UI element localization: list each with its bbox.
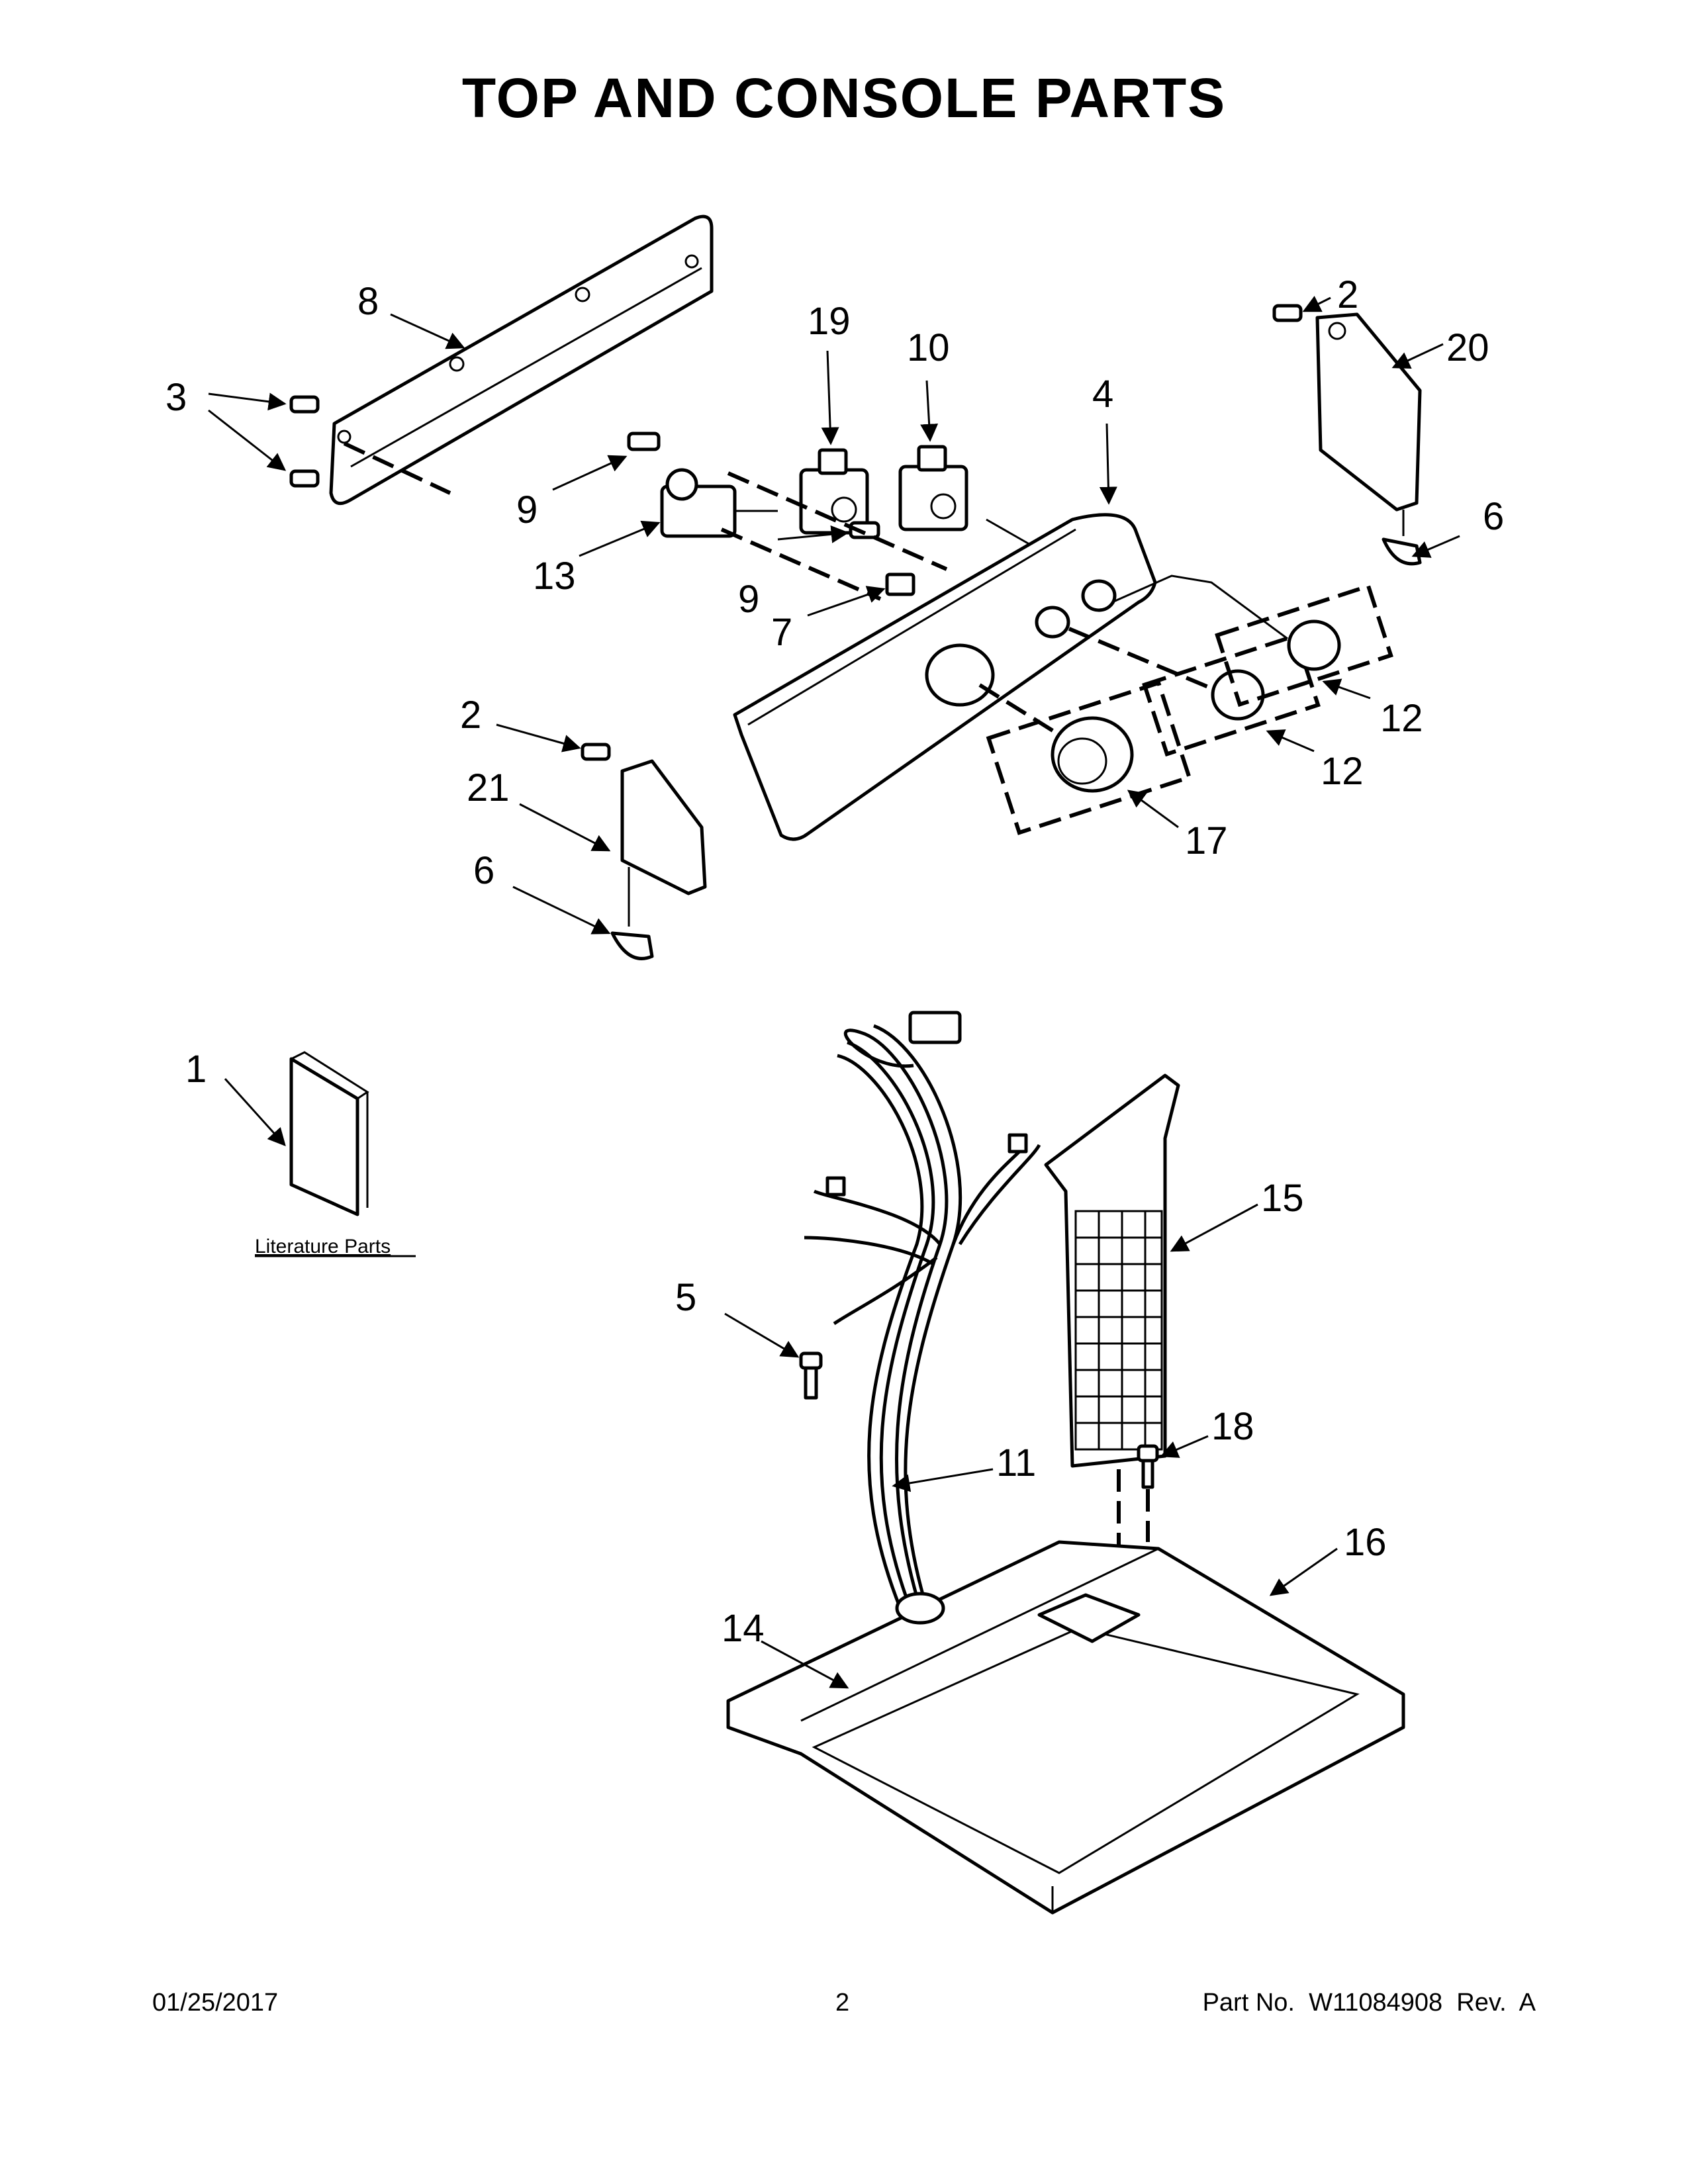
callout-15: 15 (1261, 1177, 1304, 1220)
literature-part (289, 1051, 369, 1216)
literature-label: Literature Parts (255, 1236, 391, 1257)
footer-page-number: 2 (835, 1989, 850, 2017)
callout-labels: 8 3 9 13 9 7 19 10 4 2 20 6 12 12 17 2 2… (165, 273, 1504, 1650)
callout-8: 8 (357, 280, 379, 323)
switch-part (799, 448, 869, 535)
callout-3: 3 (165, 376, 187, 419)
callout-leaders (208, 296, 1460, 1689)
end-cap-part (1272, 304, 1422, 566)
wire-harness-part (804, 1011, 1041, 1609)
clip-part (885, 572, 915, 596)
lint-screen-part (1044, 1073, 1180, 1608)
callout-5: 5 (675, 1276, 696, 1319)
screw-part (799, 1351, 823, 1400)
callout-19: 19 (808, 300, 851, 343)
callout-6: 6 (473, 849, 494, 892)
callout-2: 2 (1337, 273, 1358, 316)
callout-2: 2 (460, 694, 481, 737)
dryer-top-part (726, 1540, 1405, 1915)
end-cap-part (581, 743, 707, 960)
callout-17: 17 (1185, 819, 1228, 862)
screw-part (849, 521, 880, 539)
callout-12: 12 (1380, 697, 1423, 740)
callout-16: 16 (1344, 1521, 1387, 1564)
callout-12: 12 (1321, 750, 1364, 793)
switch-part (898, 445, 968, 531)
page-title: TOP AND CONSOLE PARTS (461, 67, 1227, 129)
callout-14: 14 (722, 1607, 765, 1650)
callout-1: 1 (185, 1048, 207, 1091)
footer-part-number: Part No. W11084908 Rev. A (1202, 1989, 1536, 2017)
callout-13: 13 (533, 555, 576, 598)
callout-9: 9 (738, 578, 759, 621)
callout-7: 7 (771, 611, 792, 654)
callout-10: 10 (907, 326, 950, 369)
screw-part (289, 395, 320, 488)
callout-20: 20 (1446, 326, 1489, 369)
rear-panel-part (329, 214, 714, 506)
console-part (733, 513, 1157, 841)
knob-part (1111, 574, 1393, 707)
knob-part (978, 680, 1192, 835)
callout-18: 18 (1211, 1405, 1254, 1448)
callout-9: 9 (516, 488, 538, 531)
callout-6: 6 (1483, 495, 1504, 538)
callout-11: 11 (996, 1441, 1036, 1484)
callout-4: 4 (1092, 373, 1113, 416)
timer-part (627, 432, 778, 538)
screw-part (1137, 1444, 1159, 1542)
footer-date: 01/25/2017 (152, 1989, 279, 2017)
callout-21: 21 (467, 766, 510, 809)
